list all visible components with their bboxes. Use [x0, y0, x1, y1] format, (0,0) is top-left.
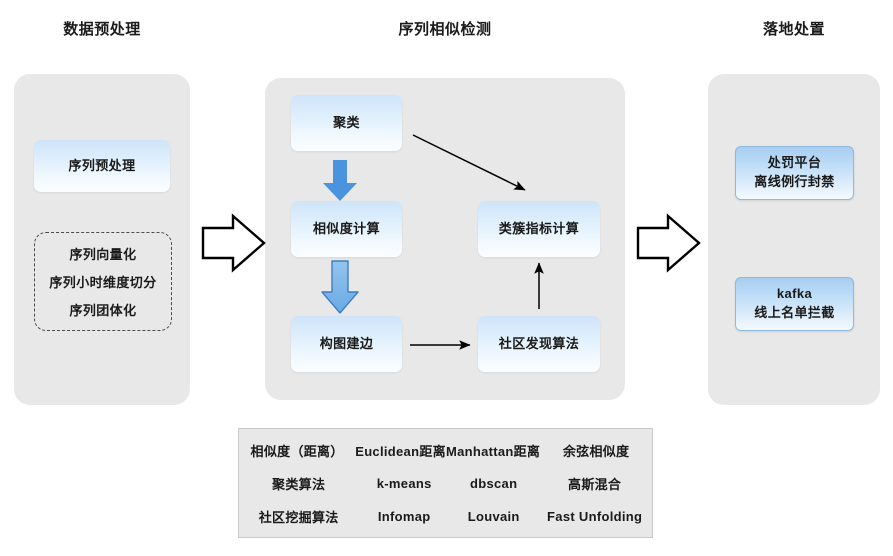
legend-row-label: 社区挖掘算法	[258, 509, 339, 525]
legend-table: 相似度（距离） Euclidean距离 Manhattan距离 余弦相似度 聚类…	[238, 428, 653, 538]
preprocess-step-hourly-split: 序列小时维度切分	[49, 275, 157, 290]
panel-disposal	[708, 74, 880, 405]
legend-cell: Infomap	[377, 508, 431, 524]
legend-cell: 余弦相似度	[562, 443, 630, 459]
legend-cell: Manhattan距离	[445, 443, 541, 459]
legend-row: 社区挖掘算法 Infomap Louvain Fast Unfolding	[239, 500, 652, 533]
section-title-detection: 序列相似检测	[398, 21, 492, 38]
legend-row: 相似度（距离） Euclidean距离 Manhattan距离 余弦相似度	[239, 434, 652, 467]
kafka-line2: 线上名单拦截	[754, 305, 835, 320]
block-arrow-right-icon	[201, 213, 266, 273]
legend-cell: Fast Unfolding	[547, 508, 643, 524]
section-title-disposal: 落地处置	[762, 21, 825, 38]
preprocess-step-grouping: 序列团体化	[69, 303, 137, 318]
legend-cell: 高斯混合	[568, 476, 622, 492]
section-title-preprocess: 数据预处理	[63, 21, 141, 38]
box-graph-construction[interactable]: 构图建边	[291, 316, 402, 372]
box-community-detection[interactable]: 社区发现算法	[478, 316, 600, 372]
box-clustering[interactable]: 聚类	[291, 95, 402, 151]
legend-row-label: 相似度（距离）	[250, 443, 344, 459]
punish-platform-line2: 离线例行封禁	[754, 174, 835, 189]
kafka-line1: kafka	[776, 286, 813, 302]
legend-row-label: 聚类算法	[272, 476, 326, 492]
legend-cell: Euclidean距离	[355, 443, 446, 459]
preprocess-step-vectorize: 序列向量化	[69, 247, 137, 262]
box-sequence-preprocess[interactable]: 序列预处理	[34, 140, 170, 192]
punish-platform-line1: 处罚平台	[767, 155, 822, 171]
box-punish-platform[interactable]: 处罚平台 离线例行封禁	[735, 146, 854, 200]
box-kafka-intercept[interactable]: kafka 线上名单拦截	[735, 277, 854, 331]
block-arrow-right-icon	[636, 213, 701, 273]
legend-cell: dbscan	[470, 475, 518, 491]
box-cluster-metric[interactable]: 类簇指标计算	[478, 201, 600, 257]
legend-cell: Louvain	[467, 508, 520, 524]
legend-row: 聚类算法 k-means dbscan 高斯混合	[239, 467, 652, 500]
dashed-group-preprocess-steps: 序列向量化 序列小时维度切分 序列团体化	[34, 232, 172, 331]
legend-cell: k-means	[376, 475, 432, 491]
box-similarity-computation[interactable]: 相似度计算	[291, 201, 402, 257]
